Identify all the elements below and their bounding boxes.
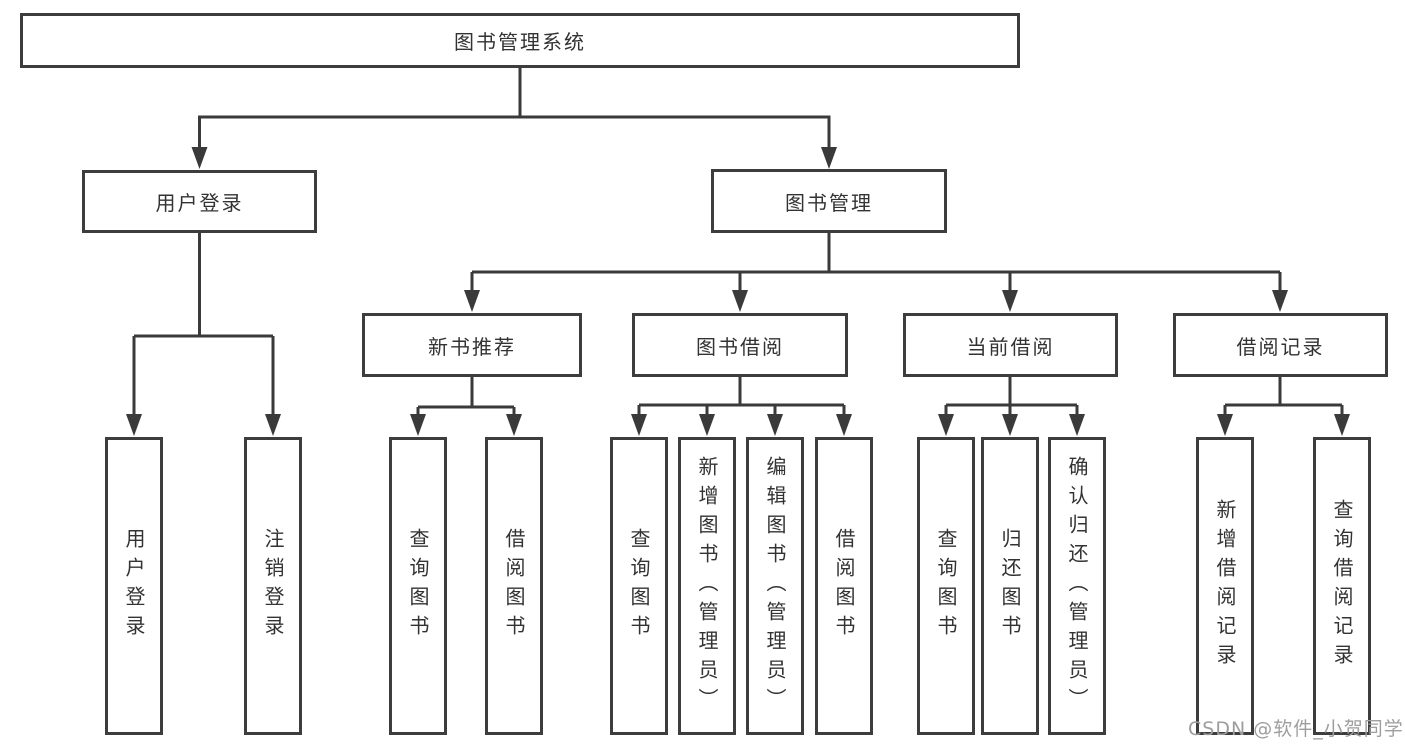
node-label: 归还图书 xyxy=(998,528,1022,644)
node-label: 编辑图书（管理员） xyxy=(763,455,787,717)
node-label: 用户登录 xyxy=(122,528,146,644)
arrowheads xyxy=(126,147,1350,436)
node-label: 借阅记录 xyxy=(1236,334,1325,359)
node-label: 查询图书 xyxy=(627,528,651,644)
node-label: 注销登录 xyxy=(261,528,285,644)
node-label: 借阅图书 xyxy=(502,528,526,644)
leaf-add-book-admin: 新增图书（管理员） xyxy=(678,437,736,735)
leaf-edit-book-admin: 编辑图书（管理员） xyxy=(746,437,804,735)
node-label: 新增图书（管理员） xyxy=(695,455,719,717)
leaf-query-books-borrow: 查询图书 xyxy=(610,437,668,735)
node-label: 借阅图书 xyxy=(832,528,856,644)
node-label: 新书推荐 xyxy=(428,334,516,359)
node-label: 图书借阅 xyxy=(696,334,784,359)
leaf-add-borrow-record: 新增借阅记录 xyxy=(1196,437,1254,735)
leaf-query-books-current: 查询图书 xyxy=(917,437,975,735)
node-label: 当前借阅 xyxy=(966,334,1055,359)
node-label: 查询借阅记录 xyxy=(1330,499,1354,673)
leaf-return-books: 归还图书 xyxy=(981,437,1039,735)
node-borrowing-records: 借阅记录 xyxy=(1173,313,1388,377)
leaf-query-books-recommend: 查询图书 xyxy=(389,437,447,735)
leaf-borrow-books: 借阅图书 xyxy=(815,437,873,735)
node-label: 查询图书 xyxy=(406,528,430,644)
node-book-management: 图书管理 xyxy=(711,169,947,233)
watermark: CSDN @软件_小贺同学 xyxy=(1188,718,1404,740)
node-user-login: 用户登录 xyxy=(82,170,317,233)
node-new-book-recommendation: 新书推荐 xyxy=(362,313,582,377)
connector-stems xyxy=(132,68,1344,418)
node-current-borrowing: 当前借阅 xyxy=(903,313,1118,377)
node-book-borrowing: 图书借阅 xyxy=(632,313,848,377)
leaf-borrow-books-recommend: 借阅图书 xyxy=(485,437,543,735)
node-label: 确认归还（管理员） xyxy=(1065,455,1089,717)
node-library-system: 图书管理系统 xyxy=(20,13,1020,68)
node-label: 查询图书 xyxy=(934,528,958,644)
leaf-user-login: 用户登录 xyxy=(105,437,163,735)
leaf-logout: 注销登录 xyxy=(244,437,302,735)
leaf-confirm-return-admin: 确认归还（管理员） xyxy=(1048,437,1106,735)
node-label: 图书管理 xyxy=(785,190,873,215)
node-label: 图书管理系统 xyxy=(454,30,586,54)
node-label: 新增借阅记录 xyxy=(1213,499,1237,673)
node-label: 用户登录 xyxy=(155,191,244,215)
leaf-query-borrow-record: 查询借阅记录 xyxy=(1313,437,1371,735)
